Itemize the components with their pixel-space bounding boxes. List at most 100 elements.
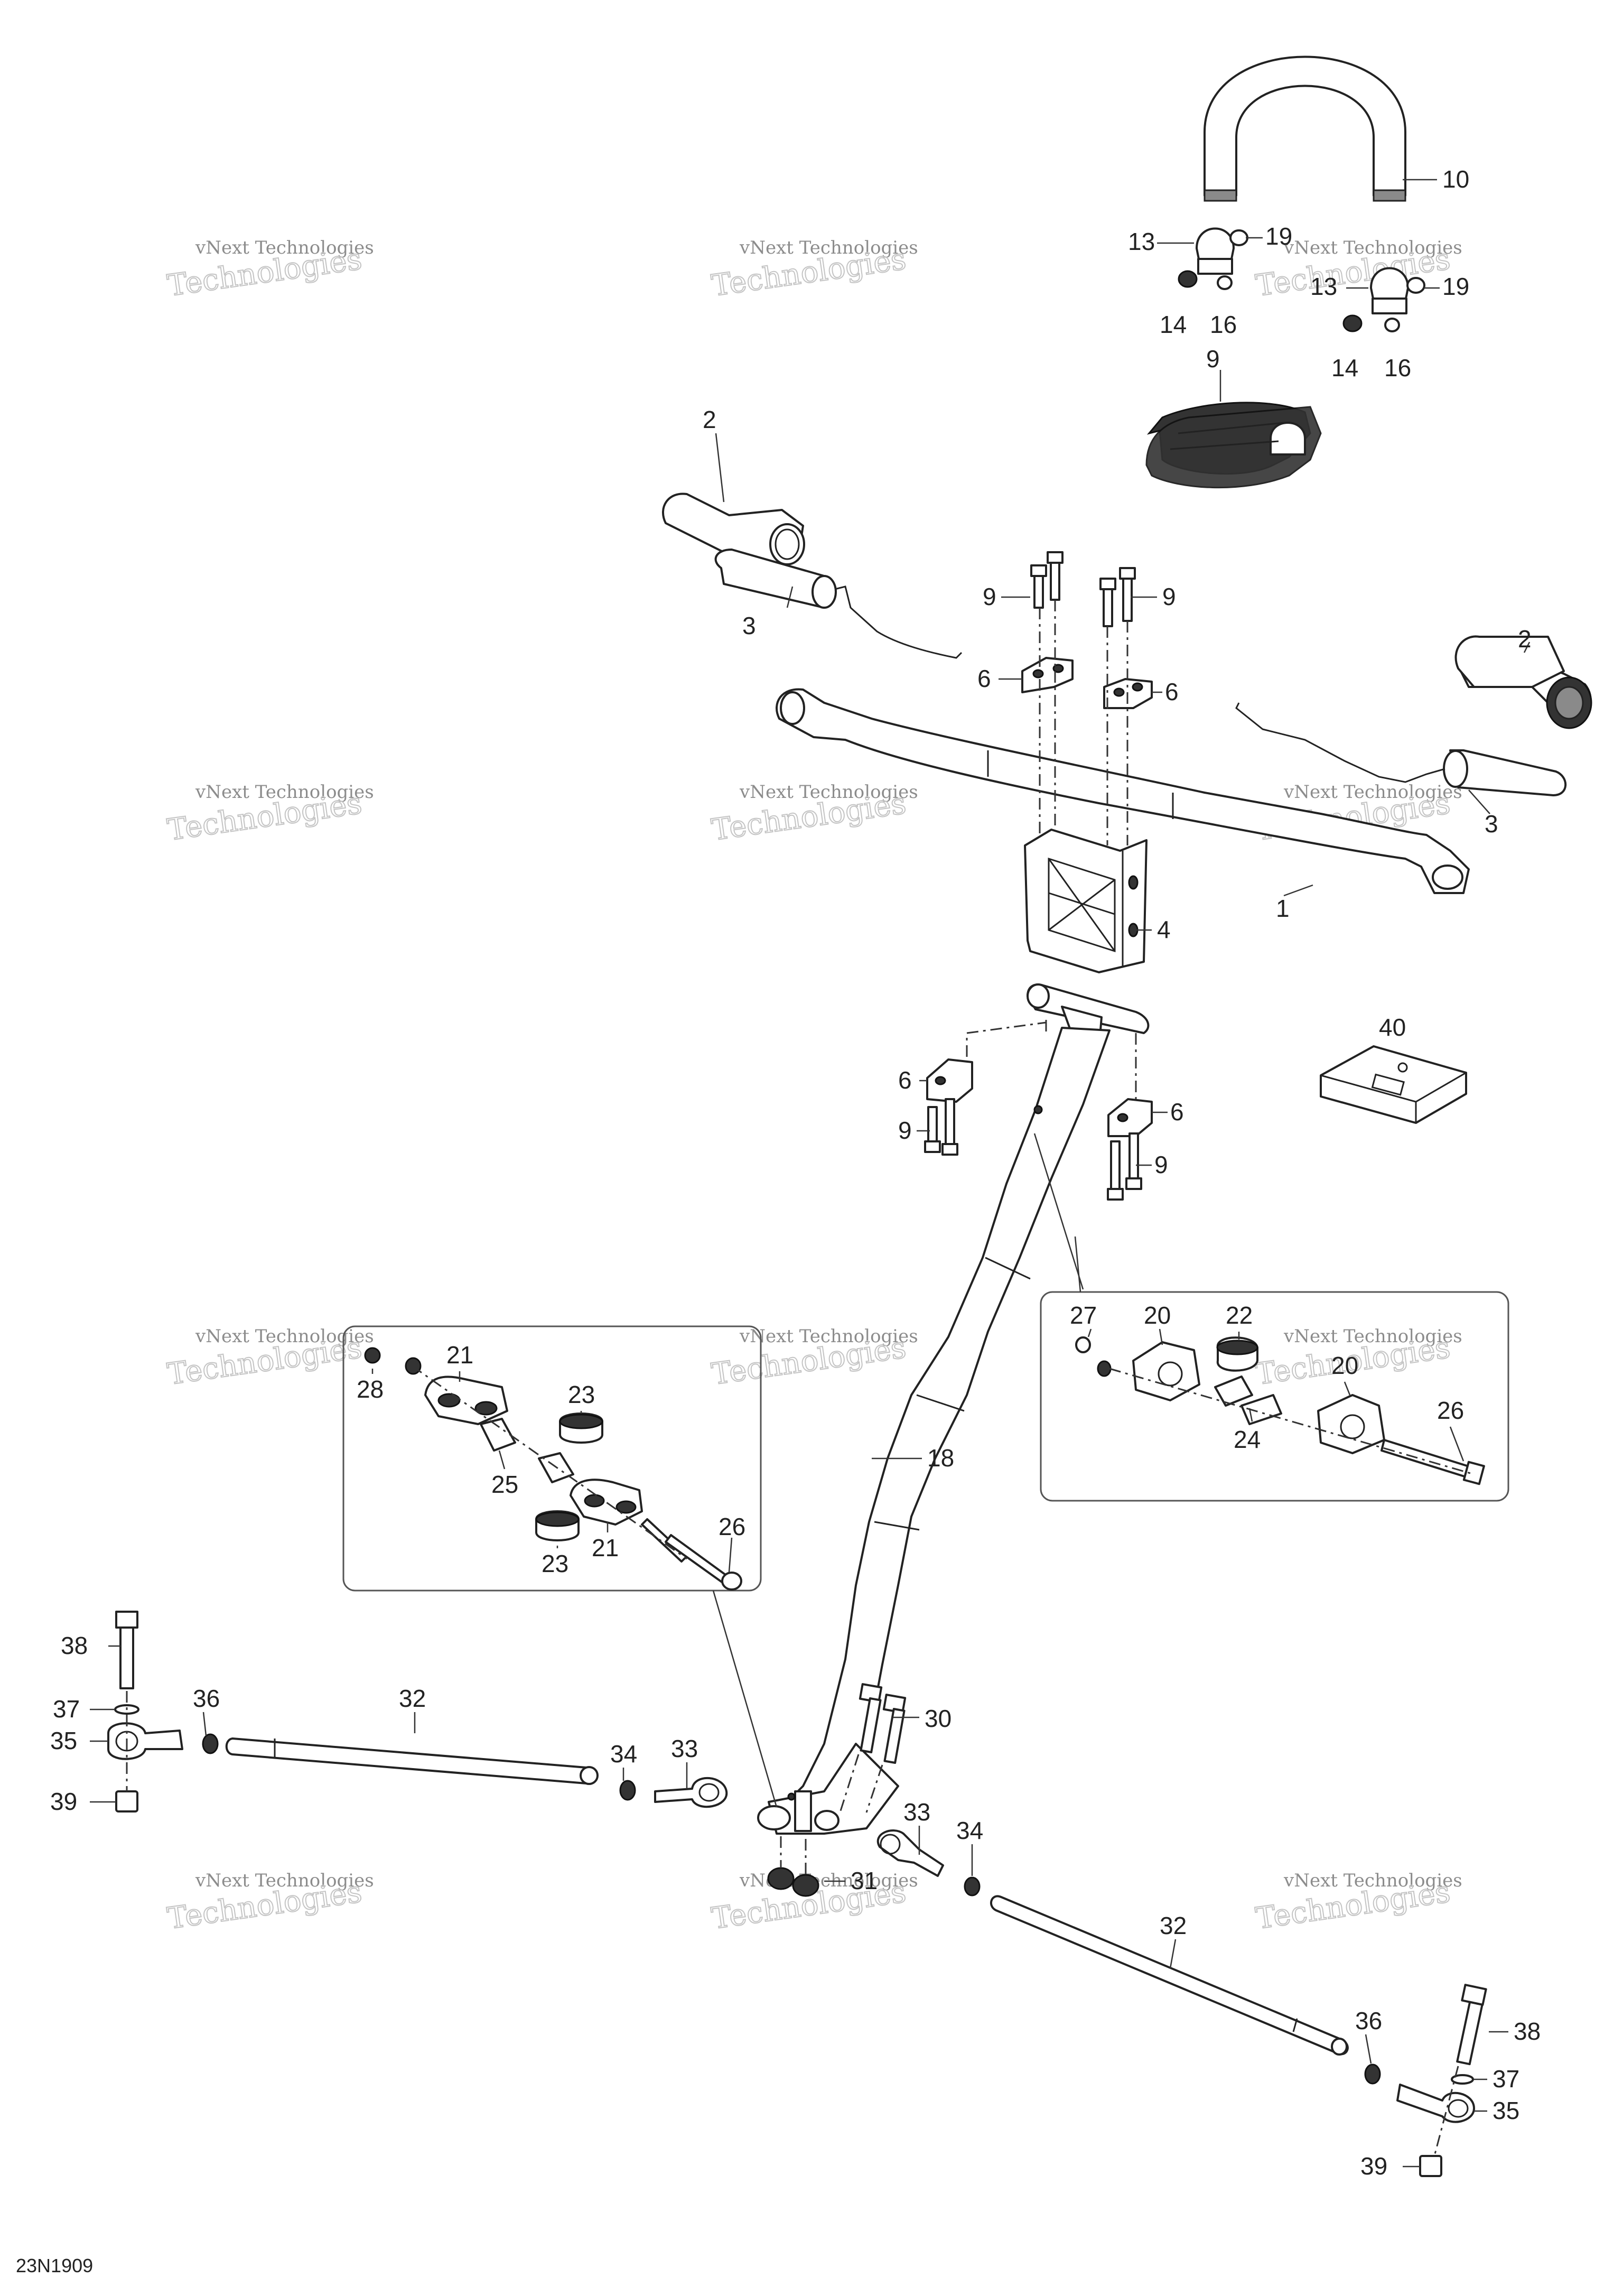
callout-21: 22 [1226,1302,1253,1329]
callout-6: 6 [1165,678,1179,705]
svg-text:vNext Technologies: vNext Technologies [739,237,918,258]
callout-9: 9 [1162,583,1176,610]
callout-34: 34 [610,1740,637,1768]
callout-39: 39 [1360,2152,1387,2180]
left-tie-rod-assembly [107,1611,728,1812]
leader-lines [90,179,1531,2168]
callout-24: 25 [491,1471,518,1498]
svg-text:vNext Technologies: vNext Technologies [1283,1870,1462,1891]
callout-23: 24 [1234,1426,1261,1453]
clamp-assembly-right [1342,267,1425,332]
callout-13: 13 [1310,273,1337,300]
drawing-code: 23N1909 [16,2255,93,2276]
bolt-9 [1030,564,1047,609]
callout-37: 37 [53,1695,80,1723]
callout-22: 23 [542,1550,568,1577]
right-tie-rod-assembly [877,1829,1487,2177]
part-40-plate [1320,1045,1467,1124]
callout-27: 27 [1070,1302,1097,1329]
callout-33: 33 [671,1735,698,1762]
part-30-bolts [839,1683,907,1813]
callout-19: 20 [1144,1302,1171,1329]
callout-35: 35 [1493,2097,1519,2124]
callout-19: 20 [1331,1352,1358,1379]
callout-6: 6 [977,665,991,692]
callout-28: 28 [357,1375,384,1403]
clamp-6 [926,1058,973,1103]
bolt-9 [1125,1132,1142,1190]
callout-32: 32 [1160,1912,1187,1939]
clamp-assembly-left [1178,227,1248,290]
part-4-riser [1024,829,1148,973]
callout-6: 6 [1170,1098,1184,1126]
callout-14: 14 [1160,311,1187,338]
svg-text:vNext Technologies: vNext Technologies [1283,1326,1462,1347]
callout-6: 6 [898,1066,912,1094]
svg-text:vNext Technologies: vNext Technologies [1283,237,1462,258]
callout-35: 35 [50,1727,77,1754]
callout-31: 31 [851,1867,878,1894]
part-18-steering-column [757,983,1150,1835]
bolt-9 [1047,551,1064,601]
svg-text:vNext Technologies: vNext Technologies [195,782,374,803]
part-3-heated-grip-left [714,549,963,659]
svg-text:vNext Technologies: vNext Technologies [739,1326,918,1347]
callout-39: 39 [50,1788,77,1815]
callout-38: 38 [61,1632,88,1659]
part-31-nuts [767,1836,819,1897]
callout-34: 34 [956,1817,983,1844]
part-2-grip-right [1454,635,1592,729]
callout-17: 19 [1265,222,1292,250]
callout-11: 10 [1442,165,1469,193]
upper-riser-bolts [1021,551,1153,845]
part-11-u-bar [1204,55,1406,202]
svg-text:vNext Technologies: vNext Technologies [195,1870,374,1891]
bolt-9 [941,1098,958,1156]
callout-17: 19 [1442,273,1469,300]
callout-40: 40 [1379,1014,1406,1041]
clamp-6 [1107,1098,1153,1137]
callout-37: 37 [1493,2065,1519,2093]
callout-36: 36 [193,1685,220,1712]
callout-9: 9 [983,583,996,610]
bolt-9 [1119,567,1136,622]
callout-4: 4 [1157,916,1171,943]
callout-14: 14 [1331,354,1358,382]
bolt-9 [924,1106,941,1153]
callout-1: 1 [1276,895,1290,922]
callout-2: 2 [703,406,716,433]
part-10-handlebar-pad [1145,402,1322,489]
bolt-9 [1099,578,1116,627]
callout-26: 26 [719,1513,745,1540]
callout-20: 21 [592,1534,619,1561]
callout-9: 9 [898,1117,912,1144]
callout-18: 18 [927,1444,954,1472]
svg-text:vNext Technologies: vNext Technologies [195,237,374,258]
callout-25: 26 [1437,1397,1464,1424]
svg-text:vNext Technologies: vNext Technologies [1283,782,1462,803]
detail-box-lower-support [342,1325,778,1808]
callout-9: 9 [1154,1151,1168,1178]
callout-38: 38 [1514,2018,1541,2045]
callout-30: 30 [925,1705,952,1732]
callout-33: 33 [903,1798,930,1826]
callout-3: 3 [1485,810,1498,838]
callout-20: 21 [446,1341,473,1369]
callout-16: 16 [1384,354,1411,382]
callout-labels: 10 13 19 14 16 13 19 14 16 9 2 2 3 3 9 9… [50,165,1541,2180]
callout-10: 9 [1206,345,1220,373]
part-3-heated-grip-right [1235,702,1567,796]
bolt-9 [1107,1140,1124,1201]
callout-16: 16 [1210,311,1237,338]
svg-text:vNext Technologies: vNext Technologies [739,782,918,803]
part-1-handlebar [776,688,1470,894]
